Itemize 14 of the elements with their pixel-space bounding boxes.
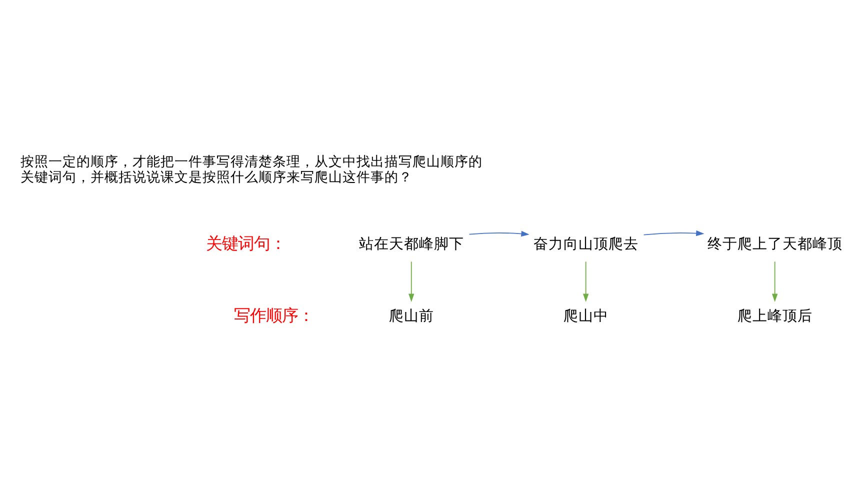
arrow [408, 260, 414, 302]
arrow [772, 260, 778, 302]
node-text: 终于爬上了天都峰顶 [707, 236, 842, 252]
label: 按照一定的顺序，才能把一件事写得清楚条理，从文中找出描写爬山顺序的关键词句，并概括说说课文是按照什么顺序来写爬山这件事的？ [20, 154, 483, 186]
label: 关键词句： [206, 234, 286, 253]
node-text: 爬上峰顶后 [737, 308, 812, 324]
label: 写作顺序： [234, 306, 314, 325]
node-text: 爬山中 [563, 308, 608, 324]
arrow [582, 260, 589, 302]
arrow [643, 230, 704, 236]
node-text: 站在天都峰脚下 [358, 236, 464, 252]
node-text: 奋力向山顶爬去 [533, 236, 638, 252]
arrow [468, 230, 530, 236]
node-text: 爬山前 [388, 308, 434, 324]
